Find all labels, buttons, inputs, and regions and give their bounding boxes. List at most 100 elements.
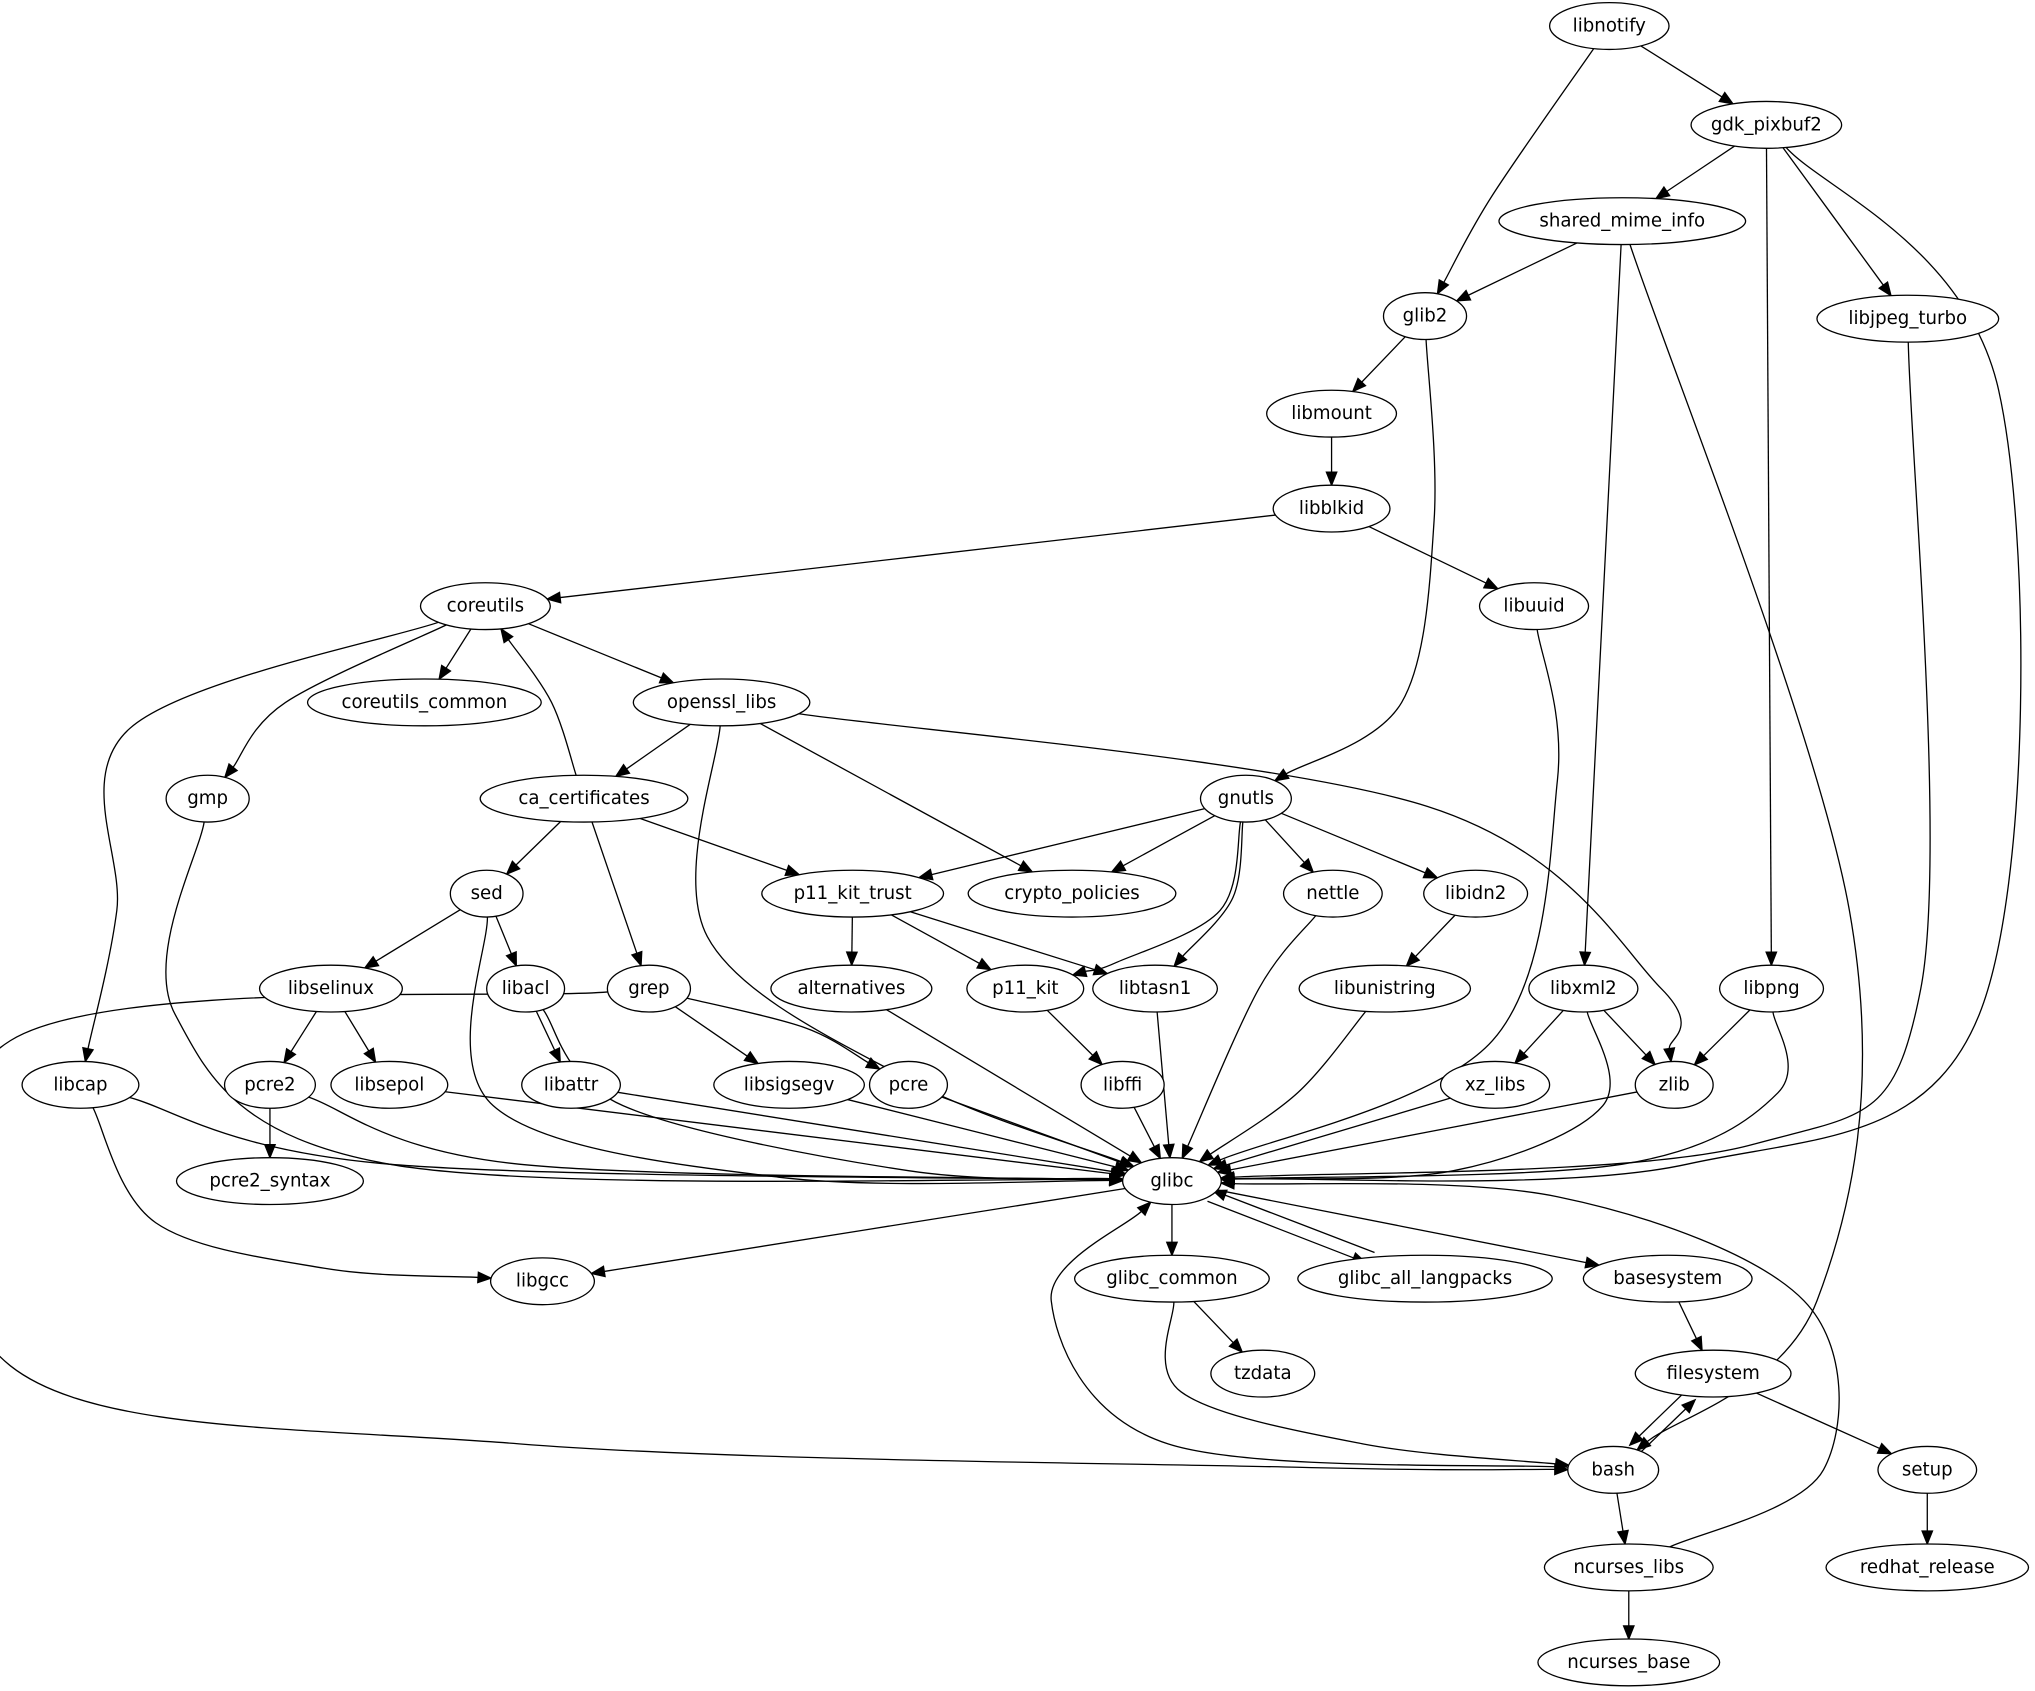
edge-glibc-to-basesystem bbox=[1217, 1189, 1601, 1269]
edge-line bbox=[87, 621, 439, 1049]
arrowhead-icon bbox=[1181, 1143, 1194, 1160]
node-xz_libs[interactable]: xz_libs bbox=[1439, 1060, 1551, 1109]
edge-zlib-to-glibc bbox=[1215, 1091, 1638, 1176]
node-p11_kit[interactable]: p11_kit bbox=[966, 964, 1085, 1013]
edge-glibc-to-libgcc bbox=[589, 1187, 1126, 1278]
node-libsigsegv[interactable]: libsigsegv bbox=[713, 1060, 866, 1109]
edge-line bbox=[1187, 915, 1317, 1147]
edge-basesystem-to-filesystem bbox=[1678, 1301, 1703, 1353]
node-ncurses_base[interactable]: ncurses_base bbox=[1537, 1638, 1721, 1687]
node-ellipse bbox=[1816, 294, 2000, 343]
edge-libunistring-to-glibc bbox=[1198, 1010, 1367, 1163]
arrowhead-icon bbox=[784, 864, 801, 876]
node-libattr[interactable]: libattr bbox=[521, 1060, 622, 1109]
node-coreutils_common[interactable]: coreutils_common bbox=[306, 678, 542, 727]
node-ncurses_libs[interactable]: ncurses_libs bbox=[1543, 1543, 1714, 1592]
node-grep[interactable]: grep bbox=[606, 964, 692, 1013]
node-glibc_common[interactable]: glibc_common bbox=[1073, 1254, 1270, 1303]
edge-line bbox=[1765, 148, 1772, 953]
node-redhat_release[interactable]: redhat_release bbox=[1825, 1543, 2030, 1592]
edge-libxml2-to-glibc bbox=[1219, 1011, 1611, 1185]
node-nettle[interactable]: nettle bbox=[1282, 869, 1383, 918]
node-libpng[interactable]: libpng bbox=[1718, 964, 1825, 1013]
node-libgcc[interactable]: libgcc bbox=[489, 1257, 596, 1306]
node-coreutils[interactable]: coreutils bbox=[419, 582, 551, 631]
node-basesystem[interactable]: basesystem bbox=[1582, 1254, 1753, 1303]
edge-p11_kit-to-libffi bbox=[1046, 1009, 1104, 1066]
node-libnotify[interactable]: libnotify bbox=[1548, 1, 1670, 51]
arrowhead-icon bbox=[1654, 185, 1671, 200]
node-ellipse bbox=[1567, 1445, 1660, 1494]
node-pcre[interactable]: pcre bbox=[868, 1060, 949, 1109]
node-filesystem[interactable]: filesystem bbox=[1634, 1349, 1792, 1398]
node-label: crypto_policies bbox=[1004, 883, 1139, 904]
edge-bash-to-filesystem bbox=[1639, 1398, 1697, 1454]
node-glib2[interactable]: glib2 bbox=[1382, 292, 1468, 341]
node-p11_kit_trust[interactable]: p11_kit_trust bbox=[761, 869, 945, 918]
node-gnutls[interactable]: gnutls bbox=[1199, 774, 1292, 823]
node-libselinux[interactable]: libselinux bbox=[258, 964, 403, 1013]
node-ellipse bbox=[258, 964, 403, 1013]
node-gdk_pixbuf2[interactable]: gdk_pixbuf2 bbox=[1690, 100, 1843, 149]
edge-line bbox=[1603, 1009, 1647, 1056]
node-pcre2[interactable]: pcre2 bbox=[223, 1060, 317, 1109]
node-ellipse bbox=[1825, 1543, 2030, 1592]
edge-ncurses_libs-to-ncurses_base bbox=[1622, 1590, 1635, 1641]
node-label: libcap bbox=[53, 1074, 107, 1095]
node-libsepol[interactable]: libsepol bbox=[330, 1060, 449, 1109]
arrowhead-icon bbox=[1628, 1431, 1644, 1447]
node-setup[interactable]: setup bbox=[1877, 1445, 1978, 1494]
edge-line bbox=[886, 1009, 1131, 1157]
arrowhead-icon bbox=[1765, 951, 1778, 967]
node-glibc[interactable]: glibc bbox=[1121, 1157, 1222, 1206]
node-ellipse bbox=[1548, 1, 1670, 51]
node-shared_mime_info[interactable]: shared_mime_info bbox=[1498, 197, 1747, 246]
node-tzdata[interactable]: tzdata bbox=[1210, 1349, 1316, 1398]
arrowhead-icon bbox=[363, 955, 380, 969]
node-gmp[interactable]: gmp bbox=[165, 774, 250, 823]
node-ellipse bbox=[632, 678, 811, 727]
node-bash[interactable]: bash bbox=[1567, 1445, 1660, 1494]
node-openssl_libs[interactable]: openssl_libs bbox=[632, 678, 811, 727]
edge-libnotify-to-gdk_pixbuf2 bbox=[1640, 45, 1735, 105]
node-glibc_all_langpacks[interactable]: glibc_all_langpacks bbox=[1297, 1254, 1553, 1303]
arrowhead-icon bbox=[1584, 1256, 1601, 1269]
node-libtasn1[interactable]: libtasn1 bbox=[1092, 964, 1219, 1013]
node-ellipse bbox=[486, 964, 566, 1013]
edge-line bbox=[941, 1096, 1121, 1163]
arrowhead-icon bbox=[1351, 377, 1367, 393]
edge-line bbox=[1584, 244, 1622, 953]
node-libcap[interactable]: libcap bbox=[21, 1060, 140, 1109]
node-label: openssl_libs bbox=[667, 692, 777, 713]
node-ellipse bbox=[1634, 1349, 1792, 1398]
node-ellipse bbox=[1498, 197, 1747, 246]
node-ca_certificates[interactable]: ca_certificates bbox=[479, 774, 689, 823]
edge-ca_certificates-to-sed bbox=[505, 821, 562, 876]
node-libxml2[interactable]: libxml2 bbox=[1528, 964, 1639, 1013]
node-label: gmp bbox=[187, 788, 228, 809]
node-libjpeg_turbo[interactable]: libjpeg_turbo bbox=[1816, 294, 2000, 343]
node-libffi[interactable]: libffi bbox=[1080, 1060, 1165, 1109]
node-alternatives[interactable]: alternatives bbox=[770, 964, 933, 1013]
node-sed[interactable]: sed bbox=[449, 869, 524, 918]
node-label: libffi bbox=[1103, 1074, 1142, 1095]
node-libunistring[interactable]: libunistring bbox=[1298, 964, 1472, 1013]
edge-libblkid-to-coreutils bbox=[545, 514, 1276, 604]
node-zlib[interactable]: zlib bbox=[1634, 1060, 1714, 1109]
node-libuuid[interactable]: libuuid bbox=[1478, 582, 1590, 631]
node-label: p11_kit_trust bbox=[794, 883, 912, 904]
node-pcre2_syntax[interactable]: pcre2_syntax bbox=[175, 1157, 365, 1206]
edge-line bbox=[1414, 914, 1456, 957]
arrowhead-icon bbox=[1148, 1143, 1162, 1160]
arrowhead-icon bbox=[477, 1271, 493, 1284]
edge-libselinux-to-pcre2 bbox=[283, 1011, 317, 1065]
node-crypto_policies[interactable]: crypto_policies bbox=[967, 869, 1177, 918]
node-libblkid[interactable]: libblkid bbox=[1272, 484, 1391, 533]
node-libmount[interactable]: libmount bbox=[1266, 389, 1398, 438]
node-libacl[interactable]: libacl bbox=[486, 964, 566, 1013]
edge-line bbox=[290, 1011, 317, 1052]
arrowhead-icon bbox=[1165, 1241, 1179, 1257]
edge-line bbox=[375, 909, 461, 962]
node-libidn2[interactable]: libidn2 bbox=[1423, 869, 1529, 918]
node-label: gdk_pixbuf2 bbox=[1711, 114, 1822, 135]
